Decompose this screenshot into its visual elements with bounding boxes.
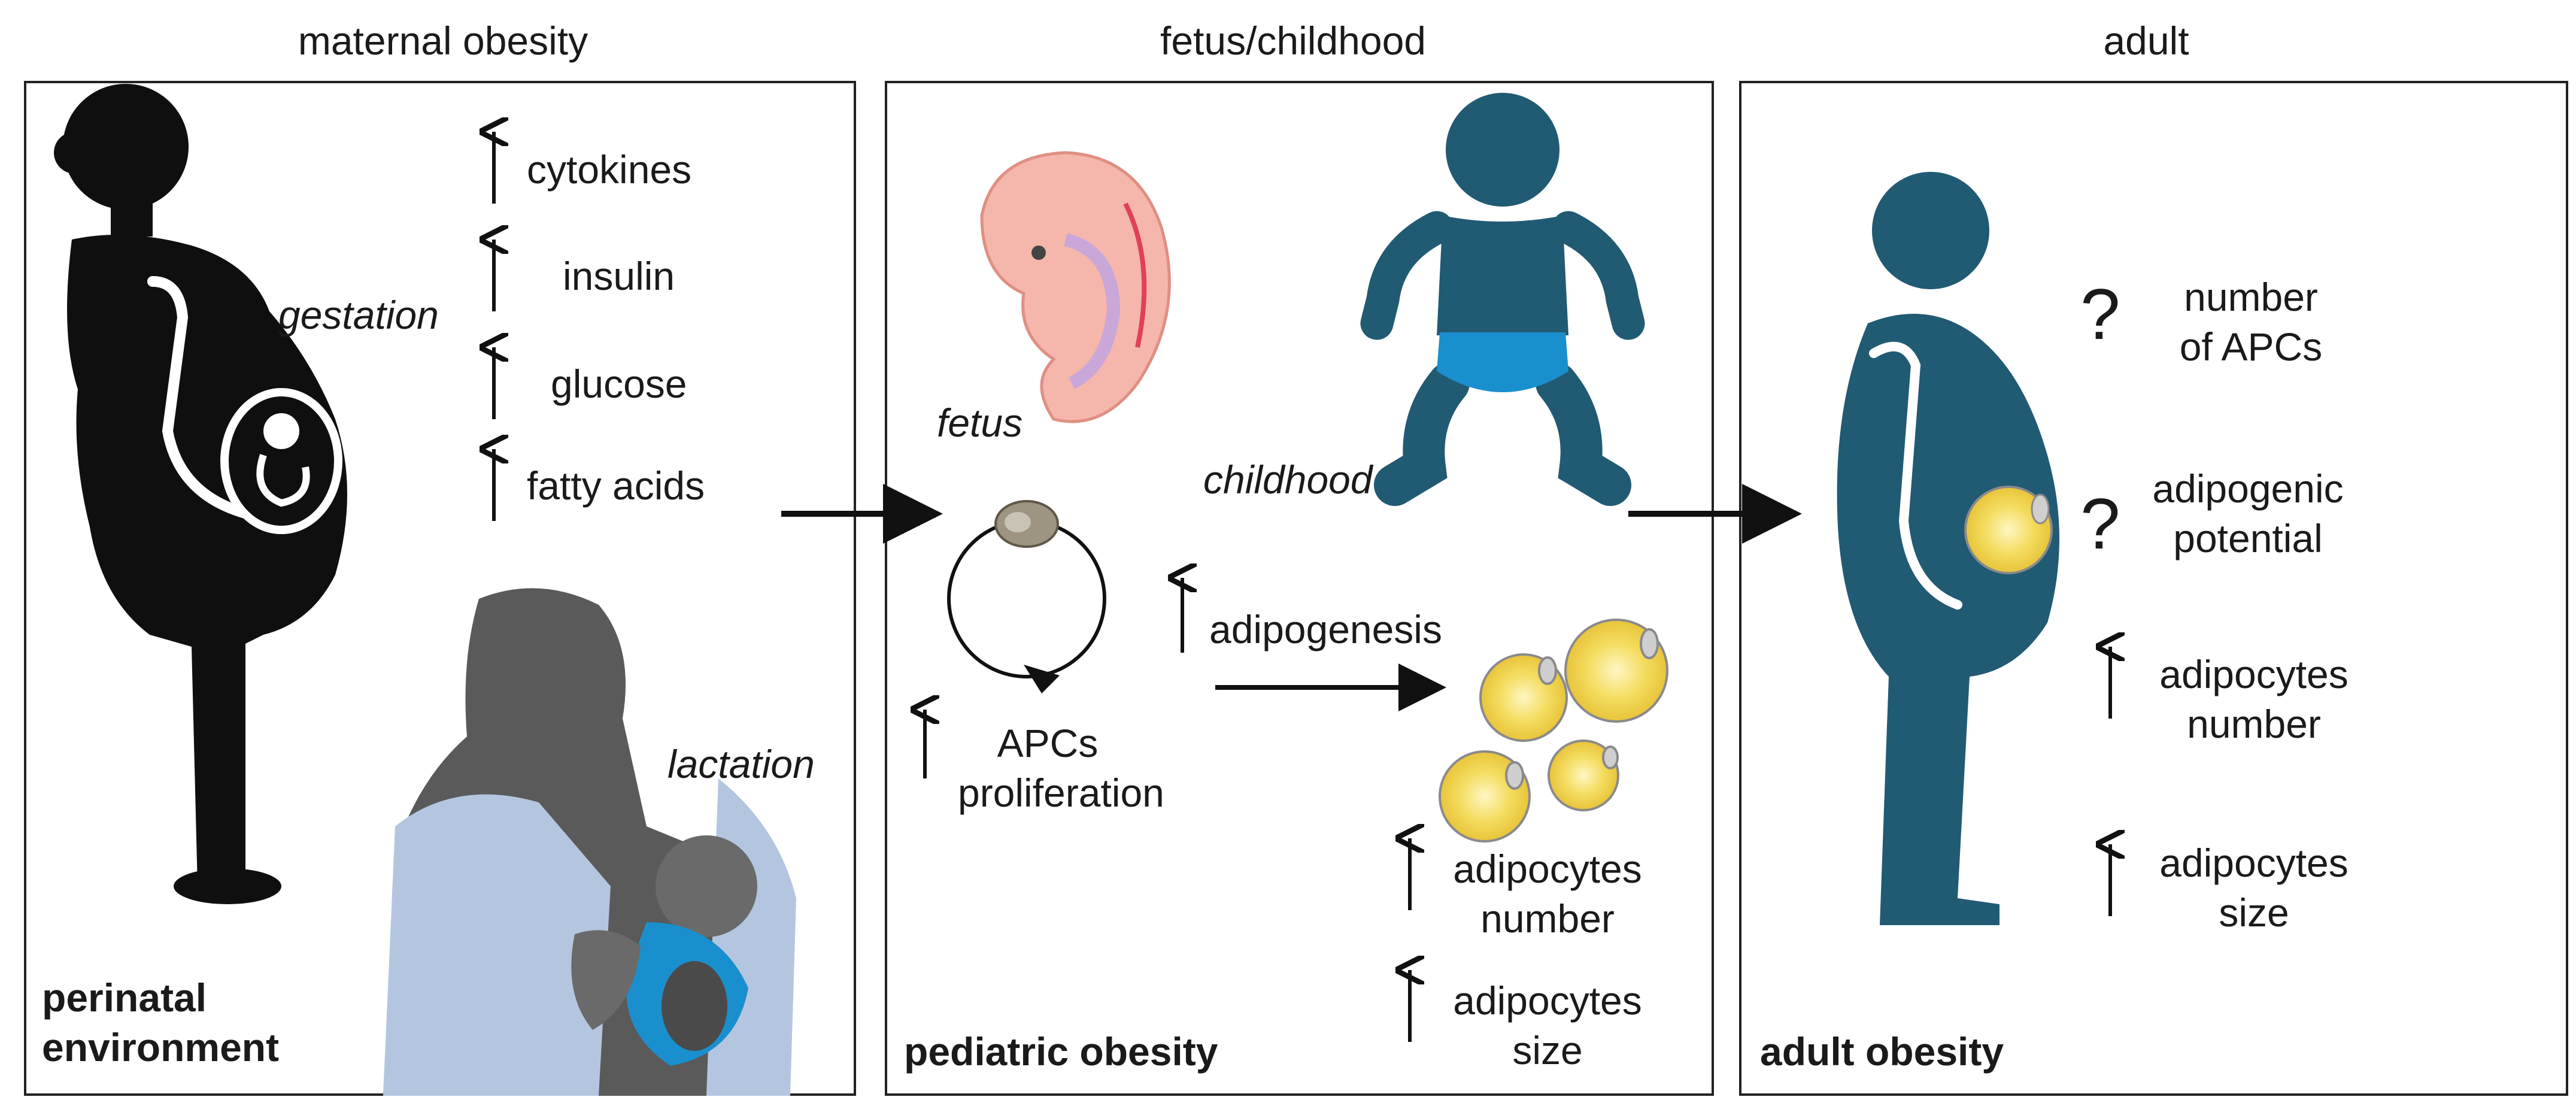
adult-header: adult (2103, 19, 2189, 63)
potential-line: potential (2173, 516, 2323, 560)
adipogenic-potential-label: adipogenic potential (2131, 464, 2365, 563)
diaper-icon (1437, 332, 1568, 392)
breastfeeding-mother-icon (383, 588, 796, 1096)
adipocytes-line: adipocytes (2159, 652, 2349, 696)
baby-icon (1360, 93, 1645, 506)
adult-obesity-label: adult obesity (1760, 1029, 2004, 1074)
cycle-arrow-icon (1024, 665, 1060, 693)
belly-fetus-icon (220, 388, 342, 534)
pediatric-obesity-label: pediatric obesity (904, 1029, 1218, 1074)
number-line: number (1480, 896, 1615, 941)
adult-arm-outline (1869, 341, 1962, 610)
adult-adipocytes-size-label: adipocytes size (2137, 838, 2371, 937)
proliferation-line: proliferation (958, 770, 1164, 815)
fetus-childhood-header: fetus/childhood (1160, 19, 1426, 63)
pediatric-adipocytes-size-label: adipocytes size (1434, 976, 1661, 1075)
apcs-proliferation-label: APCs proliferation (958, 719, 1164, 817)
perinatal-line: perinatal (42, 975, 207, 1020)
embryo-icon (980, 151, 1171, 423)
factor-cytokines: cytokines (527, 147, 692, 192)
adipogenic-line: adipogenic (2152, 466, 2344, 511)
question-mark-icon: ? (2080, 274, 2120, 354)
of-apcs-line: of APCs (2179, 324, 2323, 369)
lactation-label: lactation (667, 742, 815, 786)
adult-fat-cell-icon (1964, 486, 2053, 574)
question-mark-icon: ? (2080, 484, 2120, 564)
adipocytes-line: adipocytes (2159, 841, 2349, 885)
apcs-line: APCs (997, 721, 1099, 765)
adipogenesis-label: adipogenesis (1209, 607, 1442, 652)
adult-adipocytes-number-label: adipocytes number (2137, 650, 2371, 749)
maternal-obesity-header: maternal obesity (298, 19, 588, 63)
factor-insulin: insulin (563, 254, 675, 298)
pediatric-adipocytes-number-label: adipocytes number (1434, 844, 1661, 943)
fetus-label: fetus (937, 401, 1023, 445)
number-line: number (2187, 701, 2321, 746)
adipocytes-line: adipocytes (1453, 978, 1642, 1023)
apc-cycle-icon (947, 500, 1106, 693)
adipocytes-line: adipocytes (1453, 847, 1642, 891)
size-line: size (1512, 1028, 1583, 1072)
gestation-label: gestation (278, 293, 439, 337)
childhood-label: childhood (1203, 457, 1373, 502)
number-line: number (2184, 275, 2318, 319)
adipocytes-cluster-icon (1439, 619, 1668, 843)
number-of-apcs-label: number of APCs (2149, 272, 2353, 371)
size-line: size (2219, 890, 2289, 935)
pediatric-up-arrows (925, 578, 1410, 1042)
factor-fatty-acids: fatty acids (527, 463, 705, 508)
environment-line: environment (42, 1025, 280, 1069)
adult-figure-icon (1837, 172, 2059, 925)
factor-glucose: glucose (551, 362, 687, 406)
perinatal-environment-label: perinatal environment (42, 973, 279, 1072)
arm-outline (147, 276, 257, 520)
